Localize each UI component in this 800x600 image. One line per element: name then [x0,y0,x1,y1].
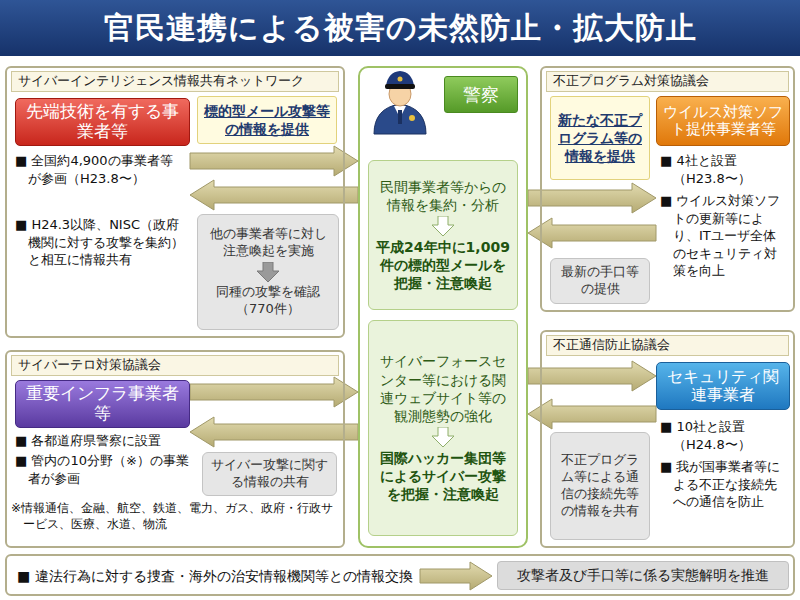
flow-arrow [528,183,656,213]
box-text: ウイルス対策ソフト提供事業者等 [661,104,785,139]
bullet-note: ■ H24.3以降、NISC（政府機関に対する攻撃を集約）と相互に情報共有 [15,216,191,269]
box-text: 標的型メール攻撃等の情報を提供 [204,102,330,138]
council-panel: サイバーテロ対策協議会 ■ 各都道府県警察に設置 ■ 管内の10分野（※）の事業者が… [5,350,345,548]
flow-arrow [528,218,656,248]
flow-arrow [190,146,358,176]
box-text: 重要インフラ事業者等 [20,384,185,423]
flow-arrow [190,377,358,407]
box-text: 同種の攻撃を確認（770件） [204,284,332,318]
panel-heading: 不正プログラム対策協議会 [546,71,789,92]
box-text: サイバーフォースセンター等における関連ウェブサイト等の観測態勢の強化 [375,352,511,425]
panel-heading: サイバーテロ対策協議会 [11,355,339,376]
member-box: ウイルス対策ソフト提供事業者等 [656,96,790,146]
council-panel: 不正通信防止協議会 ■ 10社と設置（H24.8〜） ■ 我が国事業者等による不正な… [540,330,795,548]
box-text: 平成24年中に1,009件の標的型メールを把握・注意喚起 [375,238,511,293]
box-text: 新たな不正プログラム等の情報を提供 [557,111,643,166]
footnote: ※情報通信、金融、航空、鉄道、電力、ガス、政府・行政サービス、医療、水道、物流 [11,500,341,532]
title-band: 官民連携による被害の未然防止・拡大防止 [0,0,800,56]
step-arrow-shape [432,427,454,447]
band-arrow [420,562,492,590]
police-icon [374,71,426,134]
agency-label: 警察 [444,76,518,113]
step-arrow-shape [257,262,279,282]
box-text: 不正プログラム等による通信の接続先等の情報を共有 [557,452,643,520]
result-box: 攻撃者及び手口等に係る実態解明を推進 [497,561,789,590]
panel-heading: 不正通信防止協議会 [546,335,789,356]
box-text: 攻撃者及び手口等に係る実態解明を推進 [517,566,769,584]
bullet-note: ■ 4社と設置（H23.8〜） [660,152,788,187]
member-box: 先端技術を有する事業者等 [15,98,190,146]
box-text: セキュリティ関連事業者 [661,368,785,405]
info-box: 標的型メール攻撃等の情報を提供 [197,96,337,144]
process-box: 最新の手口等の提供 [550,258,650,304]
flow-arrow [528,361,656,391]
flow-arrow [190,417,358,447]
bullet-note: ■ 各都道府県警察に設置 [15,432,190,450]
flow-arrow [528,399,656,429]
info-box: 新たな不正プログラム等の情報を提供 [550,96,650,180]
bullet-note: ■ 全国約4,900の事業者等が参画（H23.8〜） [15,152,183,187]
bullet-note: ■ 管内の10分野（※）の事業者が参画 [15,452,190,487]
flow-arrow [190,180,358,210]
police-column: 警察民間事業者等からの情報を集約・分析平成24年中に1,009件の標的型メールを… [358,66,528,548]
step-arrow-shape [432,216,454,236]
box-text: 最新の手口等の提供 [557,264,643,298]
box-text: 民間事業者等からの情報を集約・分析 [375,178,511,214]
title-text: 官民連携による被害の未然防止・拡大防止 [104,8,697,49]
process-box: サイバー攻撃に関する情報の共有 [202,452,337,496]
panel-heading: サイバーインテリジェンス情報共有ネットワーク [11,71,339,92]
box-text: 先端技術を有する事業者等 [20,102,185,141]
process-box: 他の事業者等に対し注意喚起を実施同種の攻撃を確認（770件） [197,214,339,330]
member-box: 重要インフラ事業者等 [15,380,190,428]
box-text: 他の事業者等に対し注意喚起を実施 [204,226,332,260]
box-text: 国際ハッカー集団等によるサイバー攻撃を把握・注意喚起 [375,449,511,504]
step-arrow [257,262,279,282]
step-arrow [432,427,454,447]
bullet-note: ■ ウイルス対策ソフトの更新等により、ITユーザ全体のセキュリティ対策を向上 [660,192,788,280]
process-box: 不正プログラム等による通信の接続先等の情報を共有 [550,432,650,540]
summary-band: ■ 違法行為に対する捜査・海外の治安情報機関等との情報交換 攻撃者及び手口等に係る… [5,554,795,596]
box-text: サイバー攻撃に関する情報の共有 [209,457,330,491]
council-panel: サイバーインテリジェンス情報共有ネットワーク ■ 全国約4,900の事業者等が参画… [5,66,345,338]
bullet-note: ■ 我が国事業者等による不正な接続先への通信を防止 [660,458,788,511]
council-panel: 不正プログラム対策協議会 ■ 4社と設置（H23.8〜） ■ ウイルス対策ソフトの更… [540,66,795,312]
analysis-box: 民間事業者等からの情報を集約・分析平成24年中に1,009件の標的型メールを把握… [368,160,518,310]
step-arrow [432,216,454,236]
bullet-note: ■ 違法行為に対する捜査・海外の治安情報機関等との情報交換 [17,567,437,585]
member-box: セキュリティ関連事業者 [656,362,790,410]
bullet-note: ■ 10社と設置（H24.8〜） [660,418,788,453]
analysis-box: サイバーフォースセンター等における関連ウェブサイト等の観測態勢の強化国際ハッカー… [368,320,518,536]
